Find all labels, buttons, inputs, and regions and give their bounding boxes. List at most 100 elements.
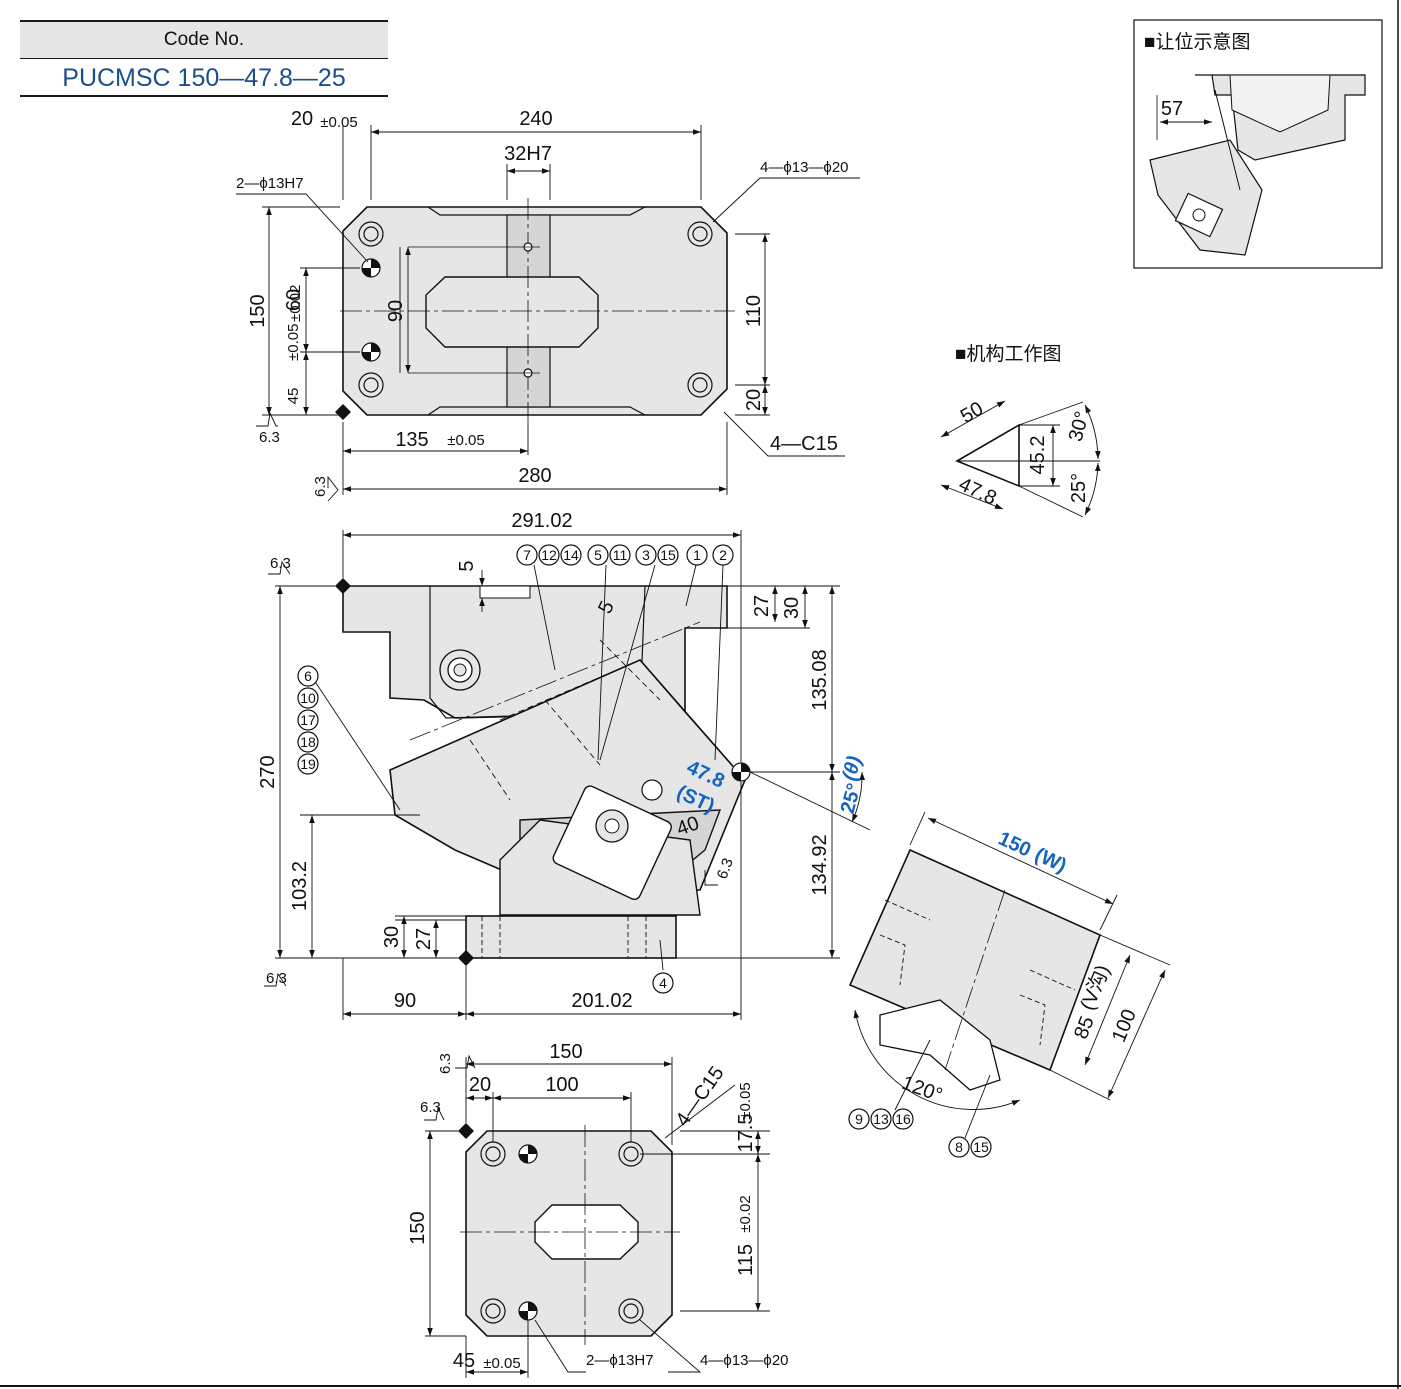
svg-text:6: 6 (304, 668, 312, 684)
dim-270: 270 (257, 755, 279, 788)
datum-marker (335, 404, 351, 420)
dim-tolerance: ±0.05 (447, 432, 484, 449)
balloon: 2 (712, 544, 734, 566)
dim-tolerance: ±0.05 (737, 1082, 754, 1119)
svg-text:14: 14 (563, 547, 579, 563)
svg-text:7: 7 (523, 547, 531, 563)
balloon: 4 (652, 972, 674, 994)
counterbore-hole (480, 1298, 506, 1324)
angle-25: 25° (1068, 473, 1090, 503)
counterbore-hole (358, 372, 384, 398)
hex-socket-screw (595, 809, 629, 843)
balloon: 19 (297, 753, 319, 775)
svg-text:15: 15 (660, 547, 676, 563)
svg-text:9: 9 (855, 1111, 863, 1127)
balloon: 6 (297, 665, 319, 687)
balloon: 17 (297, 709, 319, 731)
balloon: 15 (970, 1136, 992, 1158)
balloon: 15 (657, 544, 679, 566)
counterbore-hole (358, 221, 384, 247)
mechanism-title: ■机构工作图 (955, 343, 1061, 365)
note-2-dowel-holes: 2—ϕ13H7 (586, 1352, 654, 1369)
balloon: 1 (686, 544, 708, 566)
dowel-hole (361, 342, 381, 362)
clamp-block (552, 785, 672, 900)
dim-45: 45 (453, 1350, 475, 1372)
note-2-dowel-holes: 2—ϕ13H7 (236, 175, 304, 192)
angle-25: 25° (837, 781, 866, 816)
svg-text:4: 4 (659, 975, 667, 991)
svg-text:8: 8 (955, 1139, 963, 1155)
dim-tolerance: ±0.02 (737, 1195, 754, 1232)
mechanism-diagram: ■机构工作图 50 45.2 47.8 30° 25° (940, 343, 1101, 518)
cap-screw-head (439, 649, 481, 691)
dim-150: 150 (549, 1041, 582, 1063)
balloon: 8 (948, 1136, 970, 1158)
dim-240: 240 (519, 108, 552, 130)
dowel-hole (518, 1144, 538, 1164)
mechanism-triangle (955, 423, 1020, 488)
dim-45: 45 (285, 388, 302, 405)
code-number-header: Code No. (20, 20, 388, 59)
svg-text:19: 19 (300, 756, 316, 772)
roughness-symbol: 6.3 (437, 1053, 454, 1074)
dim-150v: 150 (407, 1211, 429, 1244)
svg-text:15: 15 (973, 1139, 989, 1155)
dim-134-92: 134.92 (809, 834, 831, 895)
bottom-view-pocket (534, 1204, 639, 1260)
balloon: 5 (587, 544, 609, 566)
dim-57: 57 (1161, 98, 1183, 120)
dim-85: 85 (1070, 1013, 1099, 1042)
datum-target (731, 762, 751, 782)
angle-120: 120° (899, 1072, 945, 1107)
dim-17-5: 17.5 (735, 1114, 757, 1153)
dim-100: 100 (545, 1074, 578, 1096)
dim-280: 280 (518, 465, 551, 487)
code-number-table: Code No. PUCMSC 150—47.8—25 (20, 20, 388, 97)
dim-32h7: 32H7 (504, 143, 552, 165)
dim-20: 20 (469, 1074, 491, 1096)
dim-150: 150 (247, 294, 269, 327)
dim-20b: 20 (743, 389, 765, 411)
svg-text:3: 3 (642, 547, 650, 563)
balloon: 3 (635, 544, 657, 566)
dim-tolerance: ±0.02 (287, 285, 304, 322)
dim-90: 90 (385, 300, 407, 322)
dim-tolerance: ±0.05 (483, 1355, 520, 1372)
counterbore-hole (687, 221, 713, 247)
svg-text:10: 10 (300, 690, 316, 706)
dim-201-02: 201.02 (571, 990, 632, 1012)
side-view: 150 (W) 85 (V沟) 100 120° 9 13 16 8 15 (848, 811, 1171, 1158)
clearance-diagram: ■让位示意图 57 (1133, 19, 1383, 269)
pin-hole (641, 779, 663, 801)
note-4-counterbores: 4—ϕ13—ϕ20 (700, 1352, 789, 1369)
svg-text:1: 1 (693, 547, 701, 563)
bottom-view: 150 20 100 4—C15 17.5 ±0.05 115 ±0.02 15… (407, 1041, 789, 1378)
roughness-symbol: 6.3 (259, 429, 280, 446)
dim-110: 110 (743, 295, 765, 327)
dim-50: 50 (957, 398, 987, 428)
svg-text:17: 17 (300, 712, 316, 728)
angle-30: 30° (1065, 409, 1094, 444)
dim-90: 90 (394, 990, 416, 1012)
dim-60: 60 (283, 289, 305, 311)
dim-27b: 27 (413, 928, 435, 950)
base-plate (465, 915, 677, 959)
dowel-hole (361, 258, 381, 278)
dim-20: 20 (291, 108, 313, 130)
balloon: 10 (297, 687, 319, 709)
dim-tolerance: ±0.05 (285, 324, 302, 361)
counterbore-hole (618, 1298, 644, 1324)
svg-text:2: 2 (719, 547, 727, 563)
balloon: 18 (297, 731, 319, 753)
dim-47-8: 47.8 (955, 473, 1000, 509)
dim-103-2: 103.2 (289, 861, 311, 911)
roughness-symbol: 6.3 (266, 970, 287, 987)
balloon: 16 (892, 1108, 914, 1130)
dim-135-08: 135.08 (809, 649, 831, 710)
balloon: 7 (516, 544, 538, 566)
note-4-counterbores: 4—ϕ13—ϕ20 (760, 159, 849, 176)
svg-text:18: 18 (300, 734, 316, 750)
roughness-symbol: 6.3 (714, 856, 737, 881)
top-view-pocket (425, 276, 599, 348)
